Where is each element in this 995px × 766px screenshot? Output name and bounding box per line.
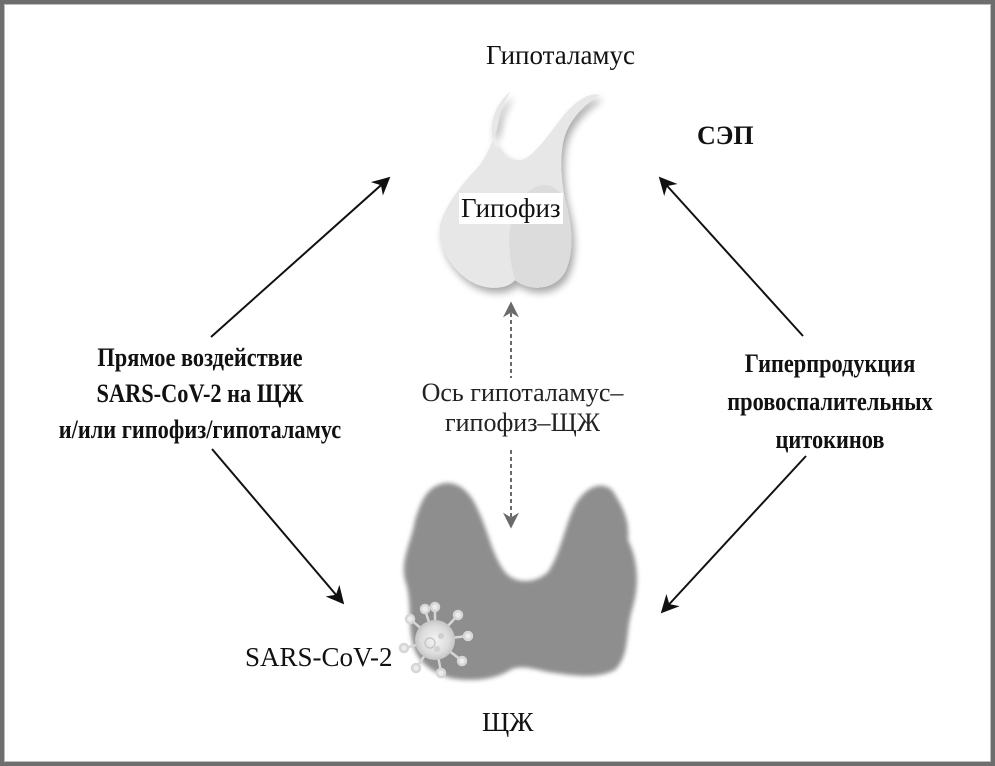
thyroid-shape xyxy=(403,482,637,680)
right-mechanism-text: Гиперпродукция провоспалительных цитокин… xyxy=(701,345,959,459)
arrow-left-up xyxy=(210,176,391,338)
right-text-line3: цитокинов xyxy=(775,425,885,454)
virus-icon xyxy=(398,601,474,679)
arrow-right-down xyxy=(660,455,807,614)
left-text-line2: SARS-CoV-2 на ЩЖ xyxy=(96,379,304,408)
virus-label: SARS-CoV-2 xyxy=(245,642,395,674)
sep-label: СЭП xyxy=(697,121,754,150)
right-text-line2: провоспалительных xyxy=(727,387,933,416)
axis-label: Ось гипоталамус– гипофиз–ЩЖ xyxy=(400,378,645,438)
arrow-left-down xyxy=(211,448,345,605)
right-text-line1: Гиперпродукция xyxy=(744,349,916,378)
axis-label-line1: Ось гипоталамус– xyxy=(421,378,624,407)
axis-label-line2: гипофиз–ЩЖ xyxy=(444,407,601,437)
pituitary-shape xyxy=(439,92,600,288)
pituitary-label: Гипофиз xyxy=(459,193,563,225)
arrow-right-up xyxy=(658,176,804,337)
hypothalamus-label: Гипоталамус xyxy=(486,40,636,70)
thyroid-label: ЩЖ xyxy=(482,707,534,737)
left-mechanism-text: Прямое воздействие SARS-CoV-2 на ЩЖ и/ил… xyxy=(49,340,352,448)
left-text-line1: Прямое воздействие xyxy=(97,343,303,372)
left-text-line3: и/или гипофиз/гипоталамус xyxy=(58,415,342,444)
